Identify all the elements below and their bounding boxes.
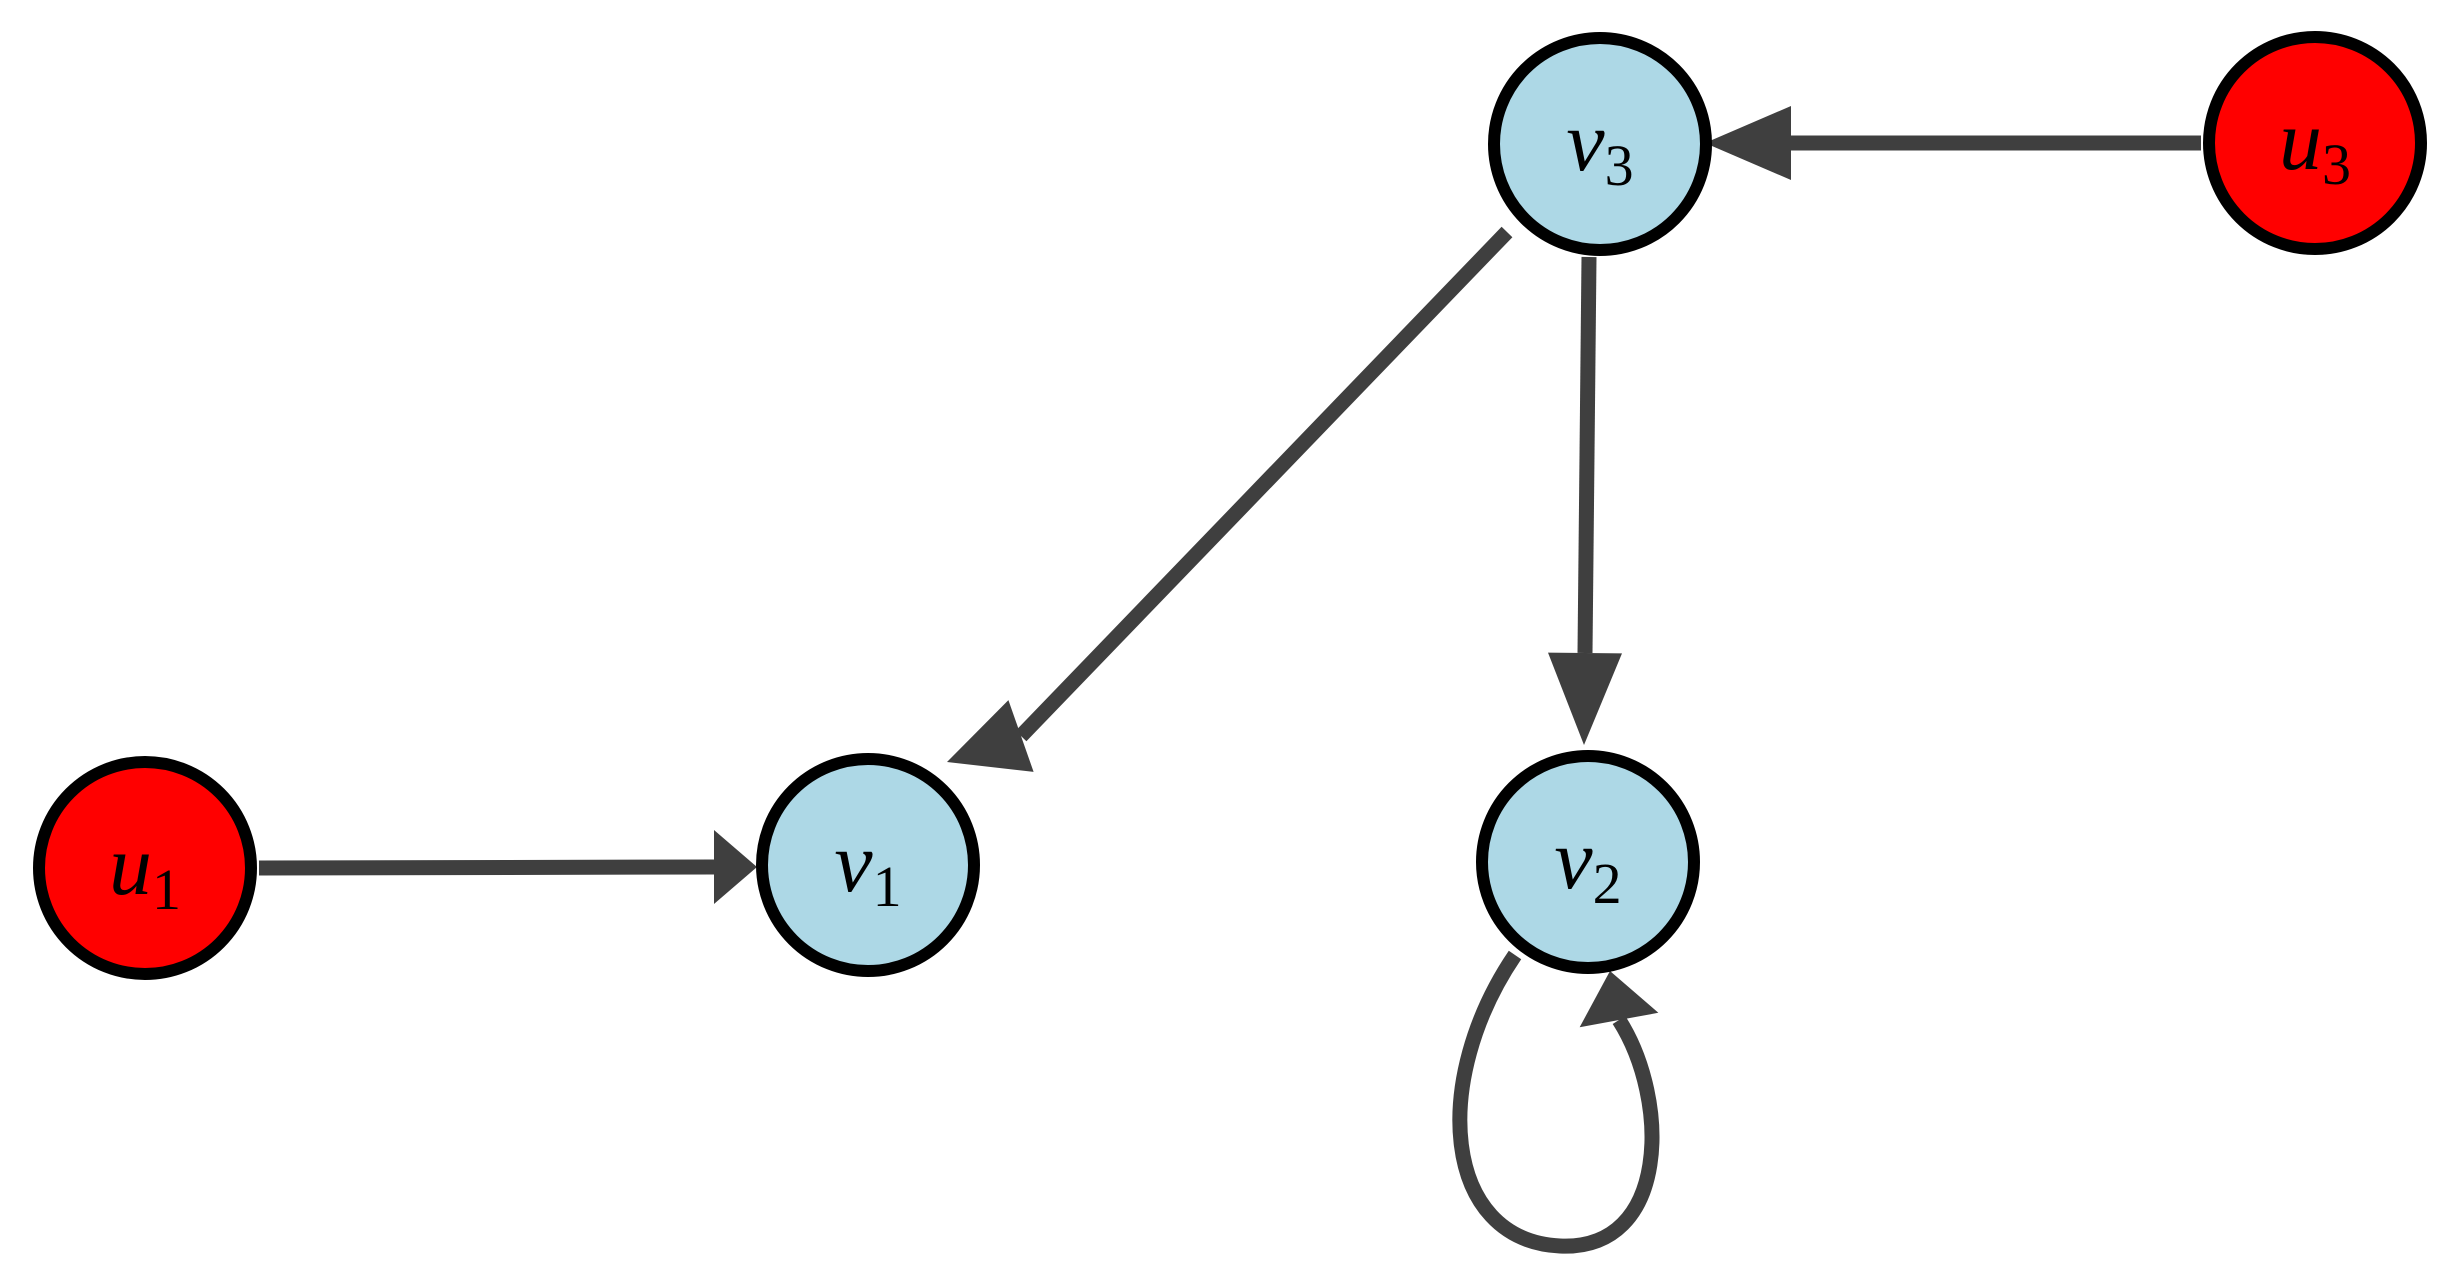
node-circle-v2 <box>1476 750 1700 974</box>
edge-u3-to-v3[interactable] <box>1705 106 2201 180</box>
node-label-base-u3: u <box>2279 92 2322 188</box>
node-label-base-u1: u <box>109 817 152 913</box>
node-circle-u3 <box>2203 31 2427 255</box>
arrowhead-icon-u3-to-v3 <box>1705 106 1791 180</box>
edge-v3-to-v2[interactable] <box>1548 256 1622 745</box>
edge-v2-self-loop[interactable] <box>1452 950 1660 1254</box>
node-v3[interactable]: v3 <box>1488 32 1712 256</box>
node-label-sub-v3: 3 <box>1605 133 1634 198</box>
node-u1[interactable]: u1 <box>33 756 257 980</box>
node-label-sub-v2: 2 <box>1593 851 1622 916</box>
node-label-u1: u1 <box>109 817 181 923</box>
node-circle-v1 <box>756 753 980 977</box>
node-label-v1: v1 <box>834 814 901 920</box>
edge-line-v3-to-v1 <box>1015 226 1513 742</box>
edge-line-v2-self-loop <box>1452 950 1660 1254</box>
edge-v3-to-v1[interactable] <box>947 226 1513 772</box>
arrowhead-icon-v2-self-loop <box>1579 971 1659 1028</box>
node-label-base-v2: v <box>1554 811 1593 907</box>
node-label-v3: v3 <box>1566 93 1633 199</box>
arrowhead-icon-u1-to-v1 <box>714 830 757 904</box>
node-label-base-v1: v <box>834 814 873 910</box>
node-label-base-v3: v <box>1566 93 1605 189</box>
edges-layer <box>258 106 2201 1254</box>
edge-line-v3-to-v2 <box>1577 256 1597 654</box>
edge-u1-to-v1[interactable] <box>258 830 757 904</box>
node-label-sub-u3: 3 <box>2322 132 2351 197</box>
arrowhead-icon-v3-to-v1 <box>947 700 1034 772</box>
node-circle-v3 <box>1488 32 1712 256</box>
arrowhead-icon-v3-to-v2 <box>1548 652 1622 745</box>
edge-line-u1-to-v1 <box>258 859 715 876</box>
node-label-u3: u3 <box>2279 92 2351 198</box>
node-label-sub-u1: 1 <box>152 857 181 922</box>
node-v1[interactable]: v1 <box>756 753 980 977</box>
node-v2[interactable]: v2 <box>1476 750 1700 974</box>
node-u3[interactable]: u3 <box>2203 31 2427 255</box>
node-label-v2: v2 <box>1554 811 1621 917</box>
node-circle-u1 <box>33 756 257 980</box>
node-label-sub-v1: 1 <box>873 854 902 919</box>
